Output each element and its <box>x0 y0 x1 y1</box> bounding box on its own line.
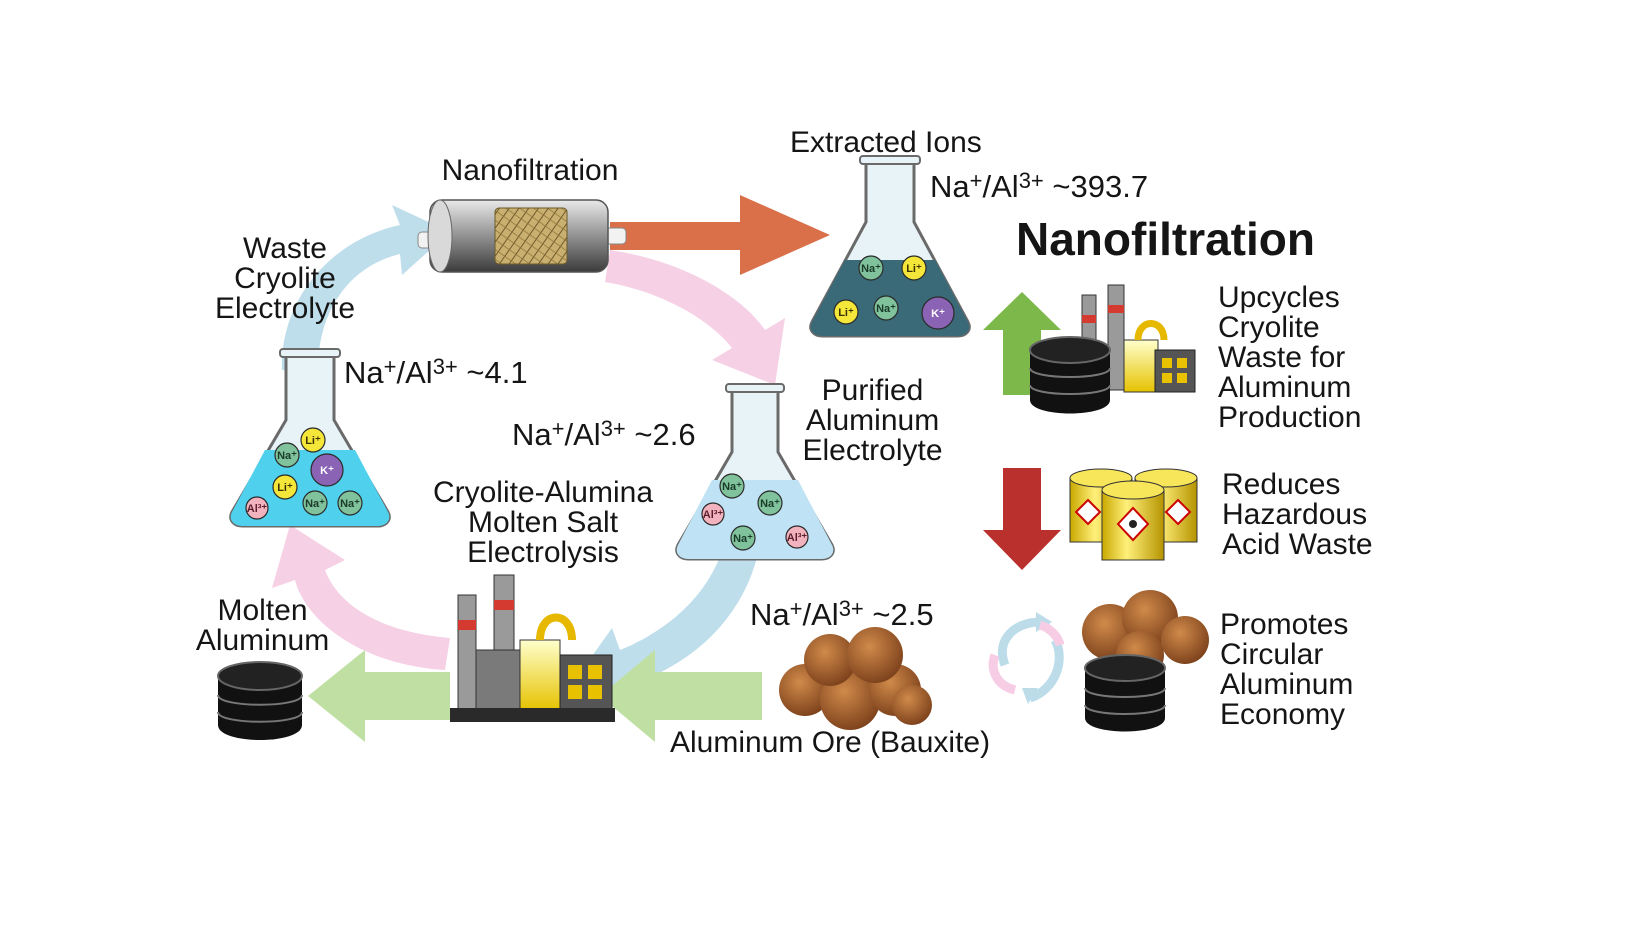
ratio-extracted: Na+/Al3+ ~393.7 <box>930 168 1149 204</box>
ion-k-7: K⁺ <box>310 453 344 487</box>
ion-li-8: Li⁺ <box>272 474 298 500</box>
ratio-purified: Na+/Al3+ ~2.6 <box>512 416 696 452</box>
ion-li-2: Li⁺ <box>833 299 859 325</box>
down-arrow-icon <box>983 468 1061 570</box>
ion-al-16: Al³⁺ <box>785 525 809 549</box>
pink-arrow-to-purified <box>605 250 785 385</box>
blue-arrow-to-membrane <box>281 205 450 370</box>
molten-aluminum-drum <box>217 661 303 740</box>
ion-label: Li⁺ <box>906 263 922 275</box>
ion-label: Na⁺ <box>340 498 360 510</box>
extracted-ions-label: Extracted Ions <box>790 126 982 159</box>
ion-label: Na⁺ <box>733 533 753 545</box>
ion-li-6: Li⁺ <box>300 427 326 453</box>
ion-na-3: Na⁺ <box>873 295 899 321</box>
nanofiltration-label: Nanofiltration <box>441 154 619 187</box>
ion-al-14: Al³⁺ <box>701 502 725 526</box>
ion-na-5: Na⁺ <box>274 442 300 468</box>
ion-label: K⁺ <box>320 465 334 477</box>
upcycle-factory-icon <box>1029 284 1196 414</box>
ion-label: Al³⁺ <box>787 532 808 544</box>
cycle-arrows <box>272 205 785 708</box>
ion-label: K⁺ <box>931 308 945 320</box>
aluminum-ore-label: Aluminum Ore (Bauxite) <box>670 726 991 759</box>
ion-li-1: Li⁺ <box>901 255 927 281</box>
ion-label: Li⁺ <box>277 482 293 494</box>
electrolysis-label: Cryolite-Alumina Molten Salt Electrolysi… <box>432 476 654 569</box>
purified-electrolyte-label: Purified Aluminum Electrolyte <box>802 374 943 467</box>
ion-na-9: Na⁺ <box>302 490 328 516</box>
blue-arrow-to-factory <box>575 540 760 708</box>
ion-label: Na⁺ <box>861 263 881 275</box>
ion-label: Li⁺ <box>838 307 854 319</box>
benefit-promotes: Promotes Circular Aluminum Economy <box>1220 608 1354 731</box>
ion-label: Al³⁺ <box>703 509 724 521</box>
waste-cryolite-label: Waste Cryolite Electrolyte <box>214 232 356 325</box>
ion-na-13: Na⁺ <box>757 490 783 516</box>
benefits-title: Nanofiltration <box>1016 213 1315 265</box>
circular-economy-icon <box>988 590 1209 732</box>
ion-k-4: K⁺ <box>921 296 955 330</box>
ion-label: Na⁺ <box>722 481 742 493</box>
ion-na-0: Na⁺ <box>858 255 884 281</box>
bauxite-rocks <box>779 627 932 730</box>
green-arrow-to-molten <box>308 650 450 742</box>
orange-arrow-to-extracted <box>610 195 830 275</box>
ion-al-11: Al³⁺ <box>245 496 269 520</box>
benefit-upcycles: Upcycles Cryolite Waste for Aluminum Pro… <box>1218 281 1362 434</box>
up-arrow-icon <box>983 292 1061 395</box>
ion-na-12: Na⁺ <box>719 473 745 499</box>
benefit-reduces: Reduces Hazardous Acid Waste <box>1222 468 1373 561</box>
factory-electrolysis <box>450 574 615 722</box>
pink-arrow-to-waste <box>272 525 450 670</box>
membrane-module <box>417 199 627 273</box>
ions-layer: Na⁺ Li⁺ Li⁺ Na⁺ K⁺ Na⁺ Li⁺ K⁺ Li⁺ Na⁺ Na⁺ Al³⁺ Na⁺ Na… <box>245 255 955 551</box>
ion-label: Na⁺ <box>876 303 896 315</box>
ion-na-10: Na⁺ <box>337 490 363 516</box>
ratio-waste: Na+/Al3+ ~4.1 <box>344 354 528 390</box>
hazardous-drums-icon <box>1069 468 1198 561</box>
ratio-ore: Na+/Al3+ ~2.5 <box>750 596 934 632</box>
molten-aluminum-label: Molten Aluminum <box>195 594 330 657</box>
ion-label: Li⁺ <box>305 435 321 447</box>
ion-label: Na⁺ <box>305 498 325 510</box>
ion-label: Na⁺ <box>760 498 780 510</box>
ion-na-15: Na⁺ <box>730 525 756 551</box>
ion-label: Al³⁺ <box>247 503 268 515</box>
ion-label: Na⁺ <box>277 450 297 462</box>
green-arrow-ore-to-factory <box>600 650 762 742</box>
